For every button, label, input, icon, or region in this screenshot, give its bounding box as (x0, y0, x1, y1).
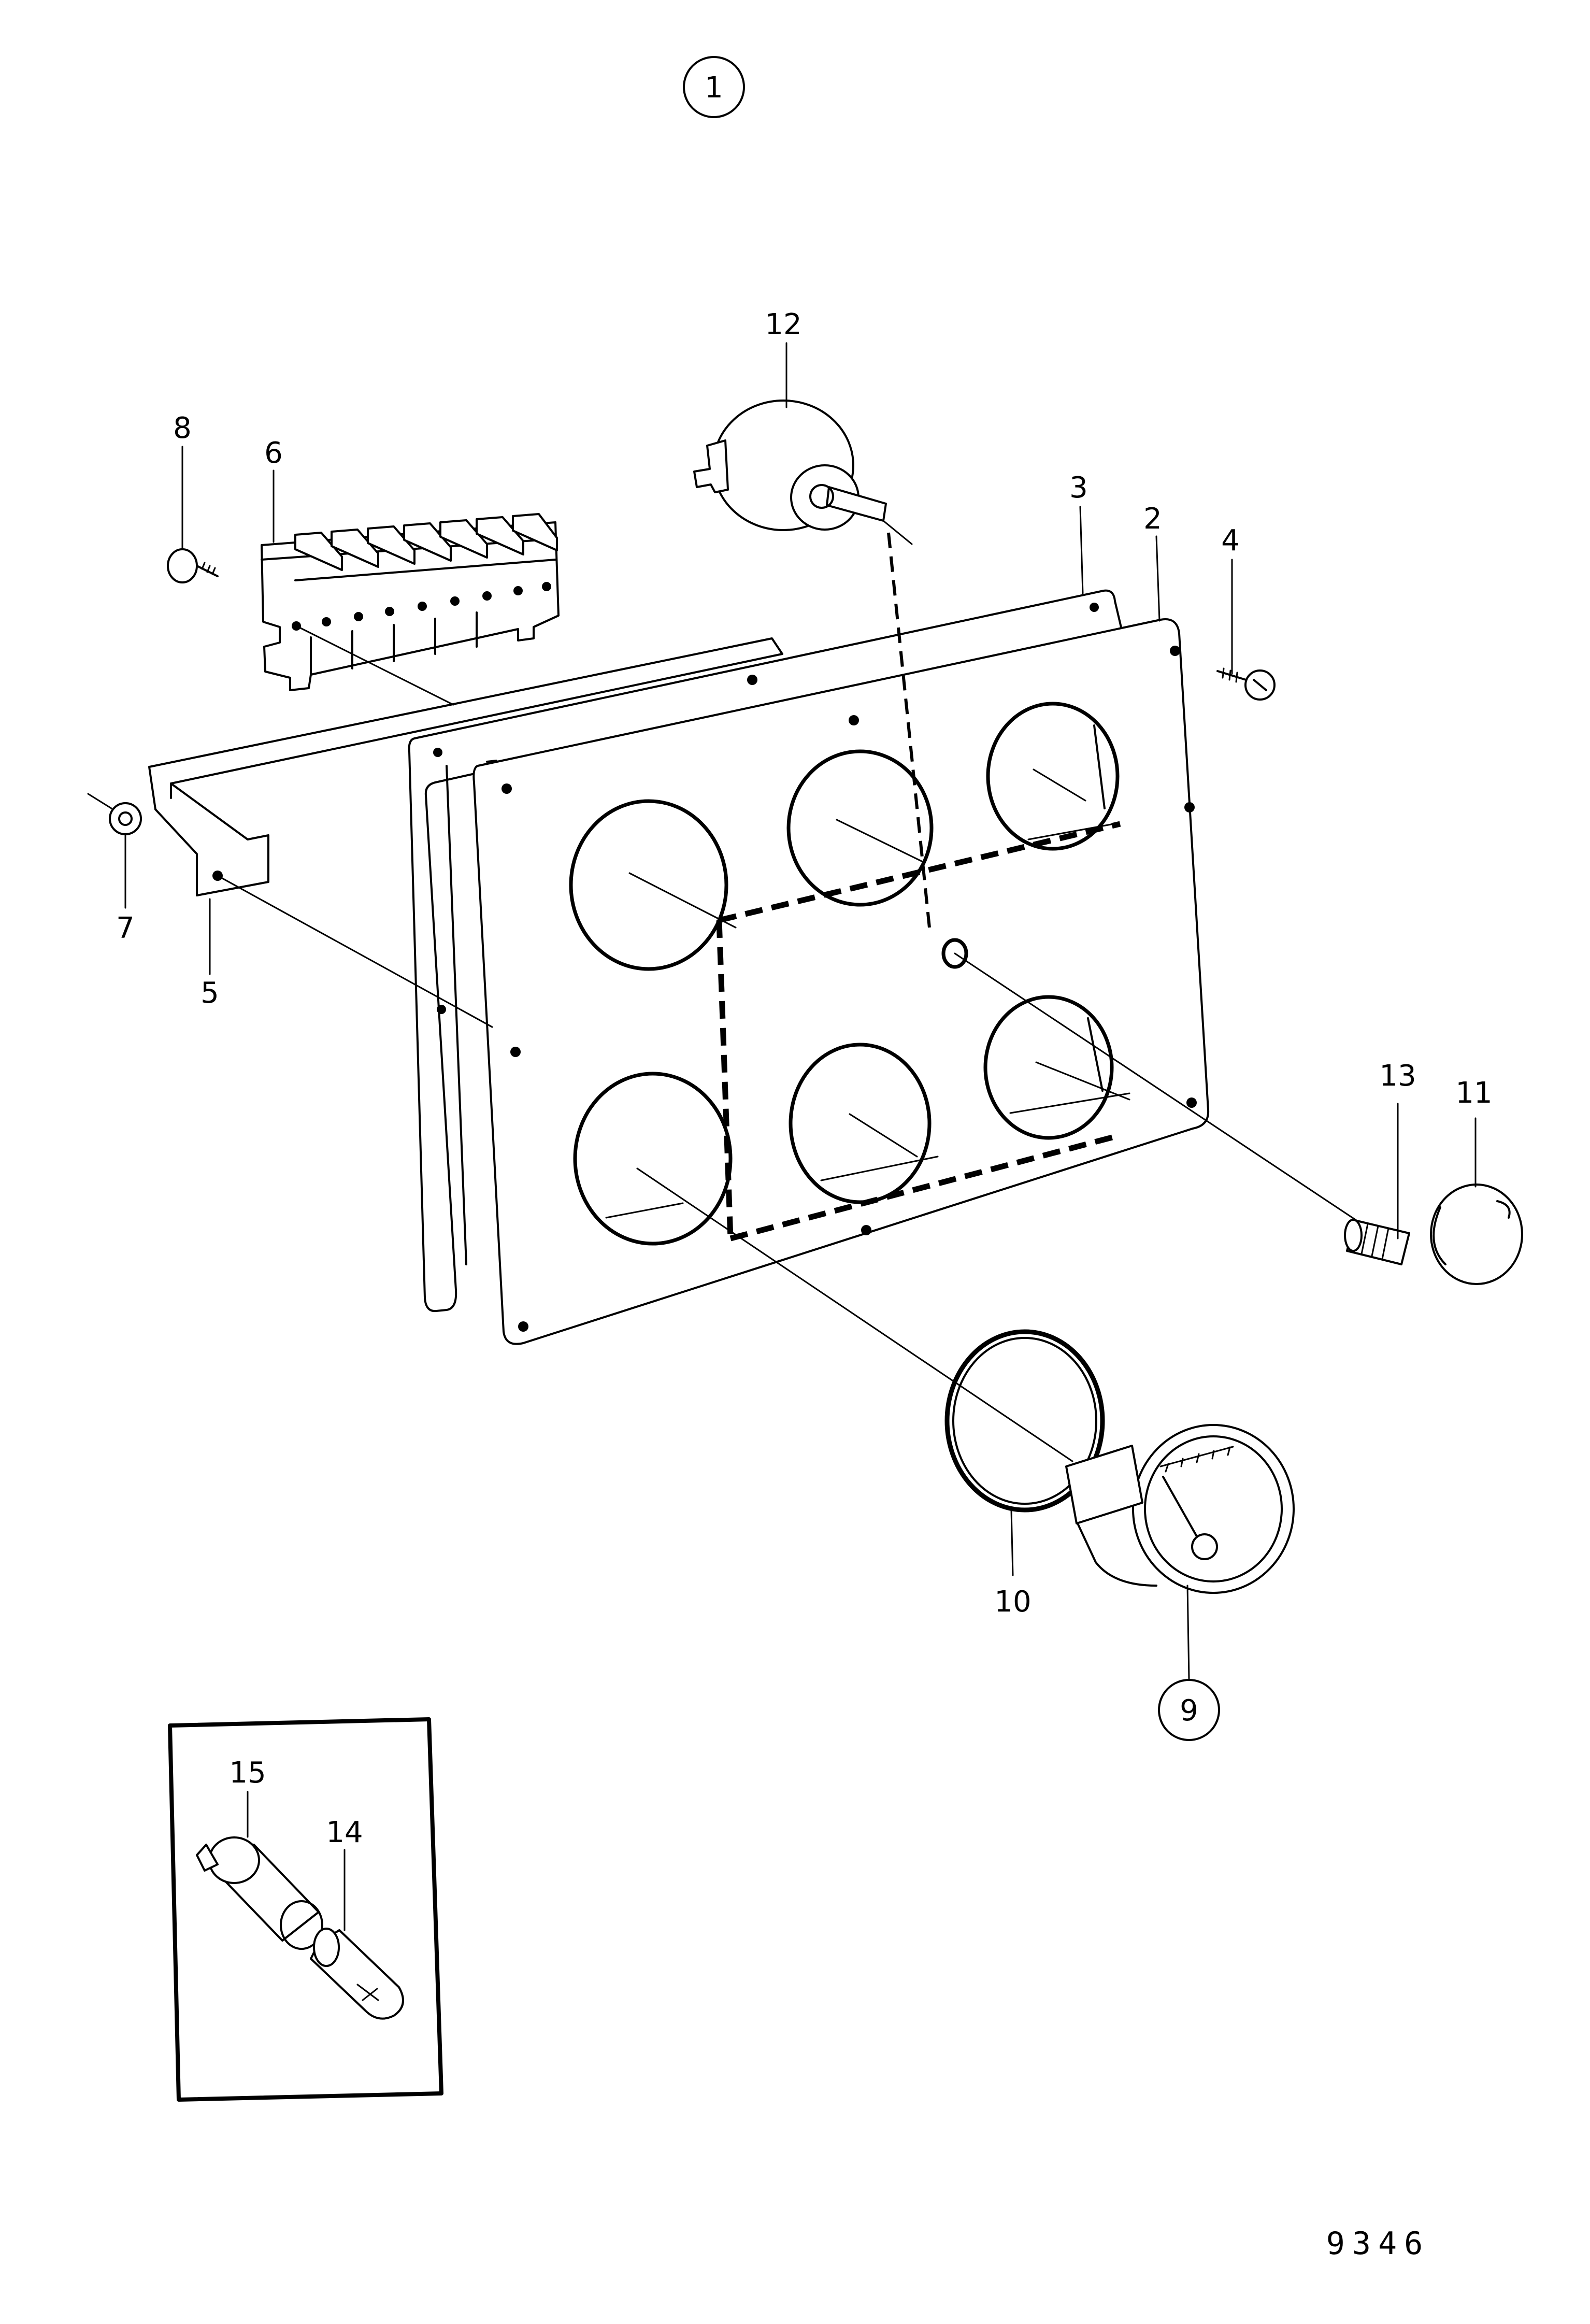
bulb-inset: 15 14 (168, 1717, 443, 2102)
callout-11-label: 11 (1455, 1076, 1492, 1110)
screw-8 (167, 548, 219, 583)
callout-1: 1 (683, 56, 745, 118)
callout-1-label: 1 (705, 71, 723, 105)
back-panel-gasket (408, 589, 1123, 1313)
rotary-switch (693, 400, 887, 531)
callout-9: 9 (1158, 1679, 1220, 1741)
callout-3-label: 3 (1069, 471, 1088, 505)
callout-14-label: 14 (326, 1816, 363, 1849)
callout-10-label: 10 (994, 1585, 1031, 1619)
callout-4-label: 4 (1221, 524, 1240, 558)
nut-7 (87, 793, 142, 835)
leader-lines (217, 520, 1357, 1462)
terminal-block (261, 513, 560, 691)
screw-4 (1216, 667, 1276, 701)
terminal-screws (292, 582, 551, 631)
callout-leaders (124, 342, 1477, 1680)
callout-12-label: 12 (765, 308, 801, 341)
gauge-holes (569, 702, 1130, 1246)
callout-13-label: 13 (1379, 1059, 1416, 1093)
callout-7-label: 7 (116, 911, 135, 945)
callout-15-label: 15 (229, 1756, 266, 1790)
callout-2-label: 2 (1143, 502, 1162, 536)
bulb (310, 1928, 404, 2020)
switch-hole (941, 938, 968, 969)
dashed-instrument-group (716, 532, 1121, 1242)
callout-6-label: 6 (264, 436, 283, 470)
callout-9-label: 9 (1180, 1694, 1198, 1728)
switch-knob (1344, 1184, 1523, 1285)
instrument-gauge (944, 1329, 1295, 1594)
callout-5-label: 5 (200, 976, 219, 1010)
bulb-holder (196, 1836, 323, 1950)
terminal-fins (294, 513, 558, 571)
callout-8-label: 8 (173, 411, 192, 445)
drawing-number: 9346 (1326, 2226, 1430, 2262)
